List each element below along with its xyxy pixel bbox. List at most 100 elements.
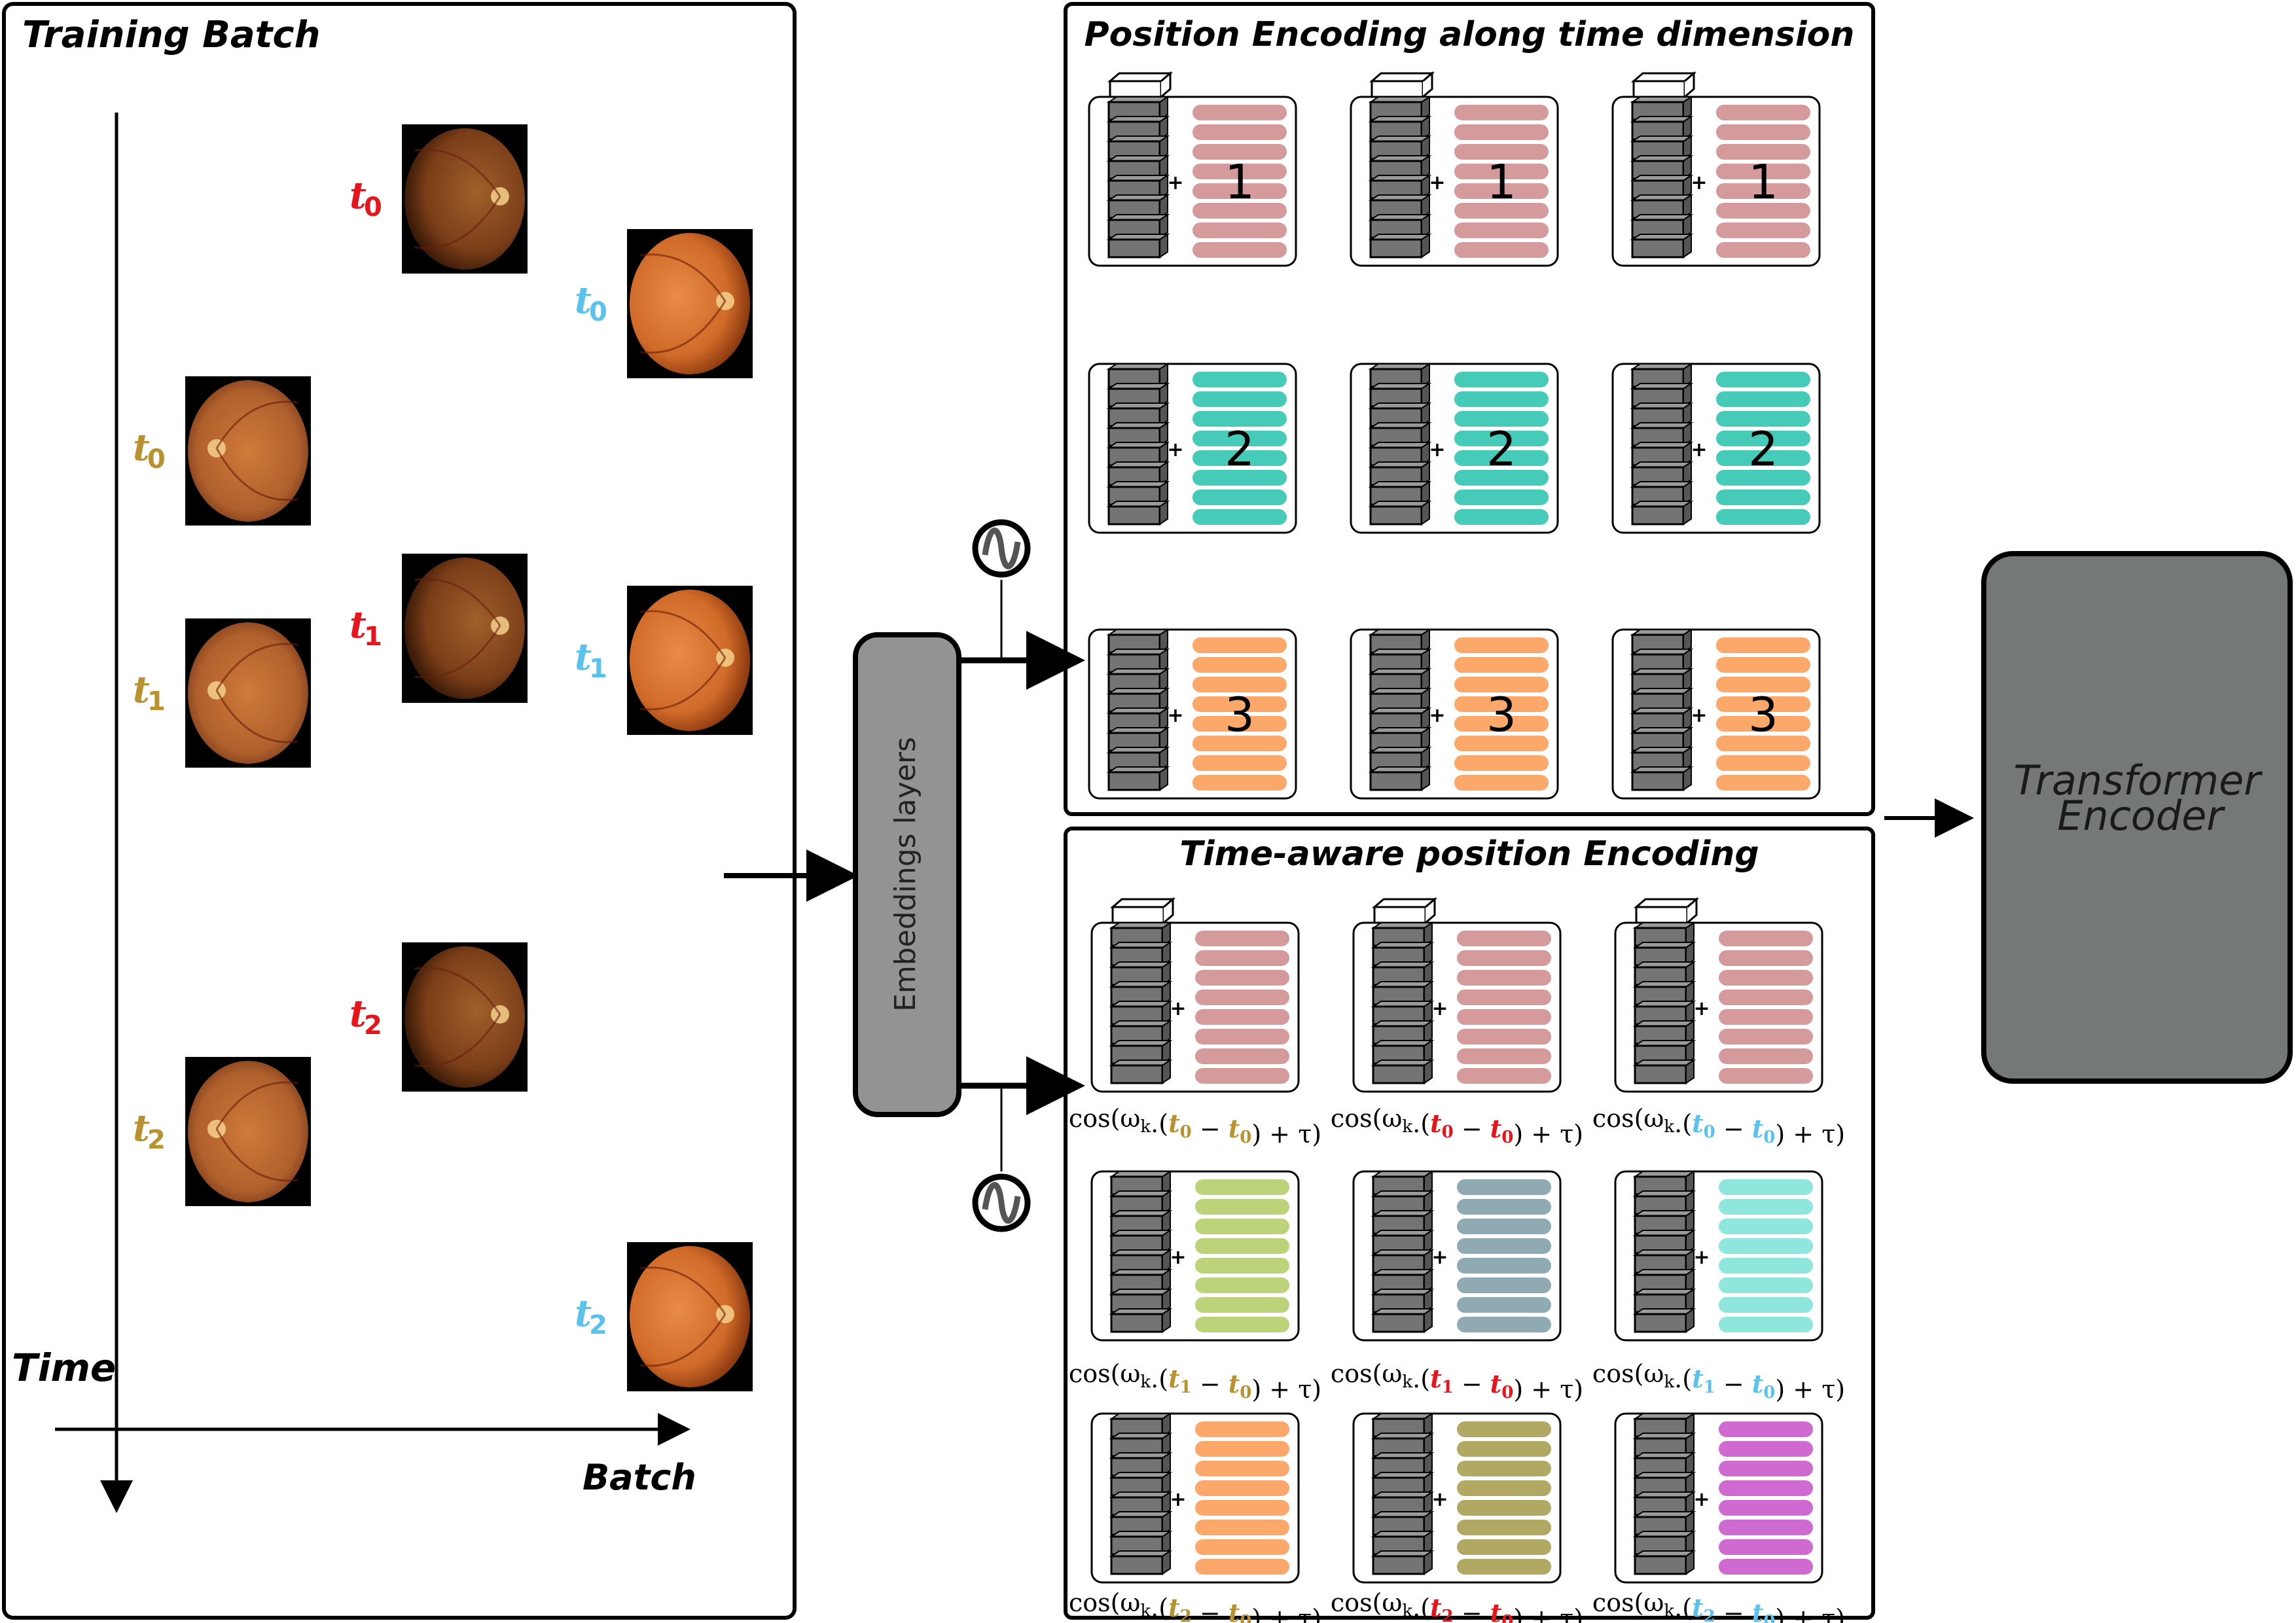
- time-label-subscript: 2: [589, 1310, 607, 1340]
- encoding-cell: +: [1352, 1170, 1562, 1342]
- time-label-subscript: 1: [589, 654, 607, 684]
- time-label: t: [350, 992, 367, 1035]
- transformer-label-line1: Transformer: [2013, 757, 2263, 804]
- plus-sign: +: [1693, 997, 1710, 1020]
- plus-sign: +: [1691, 704, 1707, 727]
- position-number: 2: [1486, 421, 1516, 476]
- encoding-cell: +2: [1088, 363, 1297, 534]
- time-aware-formula: cos(ωk.(t1 − t0) + τ): [1592, 1359, 1845, 1404]
- encoding-cell: +: [1352, 1412, 1562, 1584]
- encoding-cell: +: [1090, 1170, 1300, 1342]
- training-batch-title: Training Batch: [22, 14, 320, 56]
- plus-sign: +: [1167, 438, 1183, 461]
- encoding-cell: +3: [1088, 628, 1297, 800]
- transformer-encoder-block: Transformer Encoder: [1981, 551, 2293, 1084]
- sinusoid-icon-top: [972, 519, 1031, 660]
- position-number: 1: [1486, 154, 1516, 209]
- encoding-cell: +3: [1611, 628, 1821, 800]
- fundus-image: t2: [575, 1242, 753, 1391]
- embeddings-layers-block: Embeddings layers: [853, 632, 961, 1117]
- plus-sign: +: [1429, 438, 1445, 461]
- position-number: 3: [1225, 687, 1255, 742]
- plus-sign: +: [1429, 704, 1445, 727]
- time-aware-formula: cos(ωk.(t0 − t0) + τ): [1069, 1104, 1321, 1149]
- batch-axis-label: Batch: [583, 1457, 696, 1498]
- encoding-cell: +: [1614, 1412, 1823, 1584]
- training-batch-panel: Training Batch Time Batch t0t1t2t0t1t2t0…: [2, 2, 797, 1620]
- time-label: t: [350, 603, 367, 647]
- plus-sign: +: [1431, 1488, 1448, 1511]
- plus-sign: +: [1693, 1246, 1710, 1269]
- time-aware-formula: cos(ωk.(t2 − t0) + τ): [1069, 1588, 1321, 1623]
- fundus-image: t0: [575, 229, 753, 378]
- time-label: t: [133, 426, 150, 469]
- time-label: t: [133, 668, 150, 711]
- position-number: 3: [1748, 687, 1778, 742]
- plus-sign: +: [1167, 704, 1183, 727]
- time-label-subscript: 2: [147, 1125, 166, 1155]
- encoding-cell: +: [1090, 897, 1300, 1093]
- position-number: 1: [1225, 154, 1255, 209]
- encoding-cell: +: [1614, 897, 1823, 1093]
- fundus-image: t2: [133, 1057, 311, 1206]
- position-number: 2: [1748, 421, 1778, 476]
- time-label-subscript: 0: [364, 192, 382, 223]
- time-aware-formula: cos(ωk.(t0 − t0) + τ): [1592, 1104, 1845, 1149]
- time-label-subscript: 0: [589, 297, 607, 327]
- time-aware-panel: Time-aware position Encoding + cos(ωk.(t0…: [1064, 827, 1875, 1623]
- time-aware-cells: + cos(ωk.(t0 − t0) + τ) + cos(ωk.(t0 − t0) …: [1069, 897, 1845, 1623]
- time-label: t: [575, 635, 592, 679]
- time-aware-formula: cos(ωk.(t1 − t0) + τ): [1069, 1359, 1321, 1404]
- fundus-image: t0: [133, 376, 311, 526]
- transformer-label-line2: Encoder: [2057, 792, 2225, 840]
- position-encoding-panel: Position Encoding along time dimension +…: [1064, 2, 1875, 816]
- position-encoding-title: Position Encoding along time dimension: [1085, 15, 1855, 54]
- position-encoding-cells: +1+1+1+2+2+2+3+3+3: [1088, 71, 1821, 800]
- time-label-subscript: 1: [147, 687, 166, 717]
- time-aware-formula: cos(ωk.(t2 − t0) + τ): [1592, 1588, 1845, 1623]
- time-label: t: [350, 174, 367, 217]
- encoding-cell: +: [1352, 897, 1562, 1093]
- encoding-cell: +2: [1350, 363, 1559, 534]
- plus-sign: +: [1691, 438, 1707, 461]
- plus-sign: +: [1170, 1488, 1186, 1511]
- plus-sign: +: [1170, 997, 1186, 1020]
- plus-sign: +: [1431, 997, 1448, 1020]
- time-aware-formula: cos(ωk.(t1 − t0) + τ): [1331, 1359, 1583, 1404]
- encoding-cell: +3: [1350, 628, 1559, 800]
- plus-sign: +: [1170, 1246, 1186, 1269]
- position-number: 3: [1486, 687, 1516, 742]
- time-label-subscript: 2: [364, 1010, 382, 1041]
- encoding-cell: +1: [1350, 71, 1559, 267]
- position-number: 1: [1748, 154, 1778, 209]
- encoding-cell: +2: [1611, 363, 1821, 534]
- time-aware-title: Time-aware position Encoding: [1179, 834, 1759, 874]
- position-number: 2: [1225, 421, 1255, 476]
- plus-sign: +: [1693, 1488, 1710, 1511]
- fundus-image: t0: [350, 124, 528, 274]
- time-label-subscript: 0: [147, 444, 166, 474]
- fundus-image: t1: [350, 554, 528, 703]
- plus-sign: +: [1691, 171, 1707, 194]
- time-aware-formula: cos(ωk.(t2 − t0) + τ): [1331, 1588, 1583, 1623]
- time-label: t: [133, 1107, 150, 1150]
- fundus-image: t1: [575, 586, 753, 735]
- fundus-image: t1: [133, 618, 311, 768]
- encoding-cell: +: [1614, 1170, 1823, 1342]
- time-axis-label: Time: [12, 1346, 116, 1390]
- sinusoid-icon-bottom: [972, 1086, 1031, 1232]
- plus-sign: +: [1431, 1246, 1448, 1269]
- encoding-cell: +: [1090, 1412, 1300, 1584]
- time-label: t: [575, 279, 592, 322]
- fundus-image: t2: [350, 942, 528, 1092]
- encoding-cell: +1: [1611, 71, 1821, 267]
- time-aware-formula: cos(ωk.(t0 − t0) + τ): [1331, 1104, 1583, 1149]
- embeddings-layers-label: Embeddings layers: [889, 737, 922, 1012]
- time-label: t: [575, 1292, 592, 1335]
- plus-sign: +: [1429, 171, 1445, 194]
- plus-sign: +: [1167, 171, 1183, 194]
- encoding-cell: +1: [1088, 71, 1297, 267]
- time-label-subscript: 1: [364, 622, 382, 652]
